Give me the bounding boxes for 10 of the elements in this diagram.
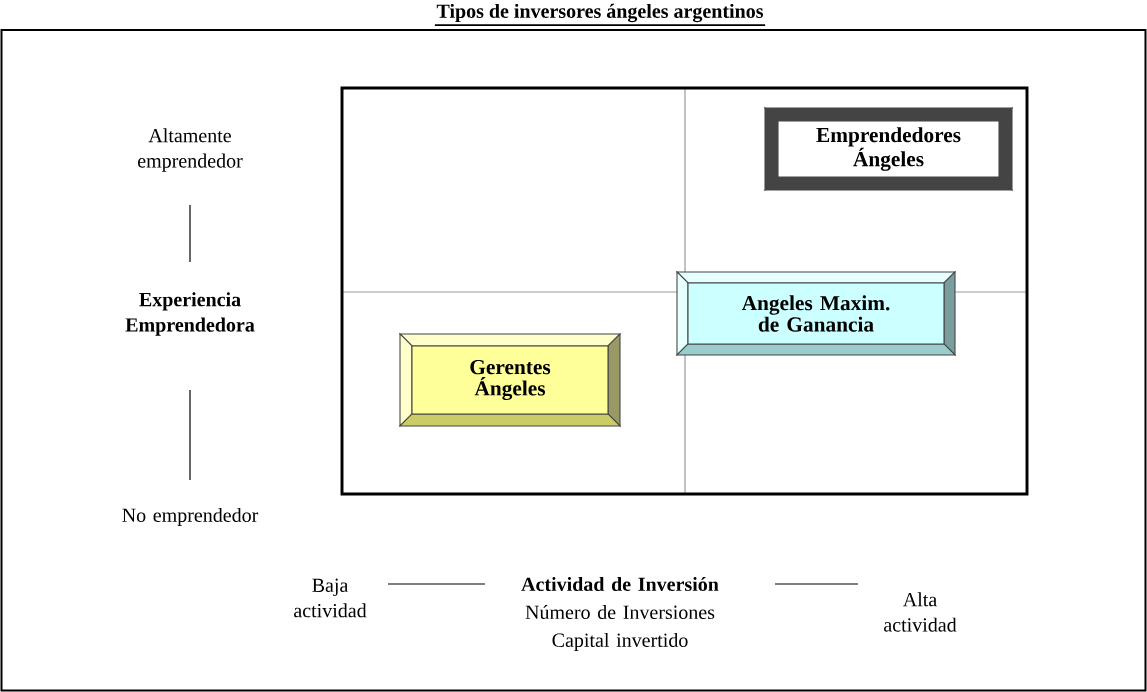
axis-title: Experiencia Emprendedora <box>125 292 255 336</box>
title: Tipos de inversores ángeles argentinos <box>434 3 766 26</box>
axis-title: Actividad de Inversión <box>521 576 719 592</box>
node-label: Emprendedores Ángeles <box>816 127 961 171</box>
axis-label: Número de Inversiones <box>525 604 715 620</box>
axis-label: Alta actividad <box>884 592 957 632</box>
axis-label: Baja actividad <box>294 578 367 618</box>
axis-label: Altamente emprendedor <box>138 128 243 172</box>
axis-label: Capital invertido <box>552 632 688 652</box>
axis-label: No emprendedor <box>122 507 259 527</box>
